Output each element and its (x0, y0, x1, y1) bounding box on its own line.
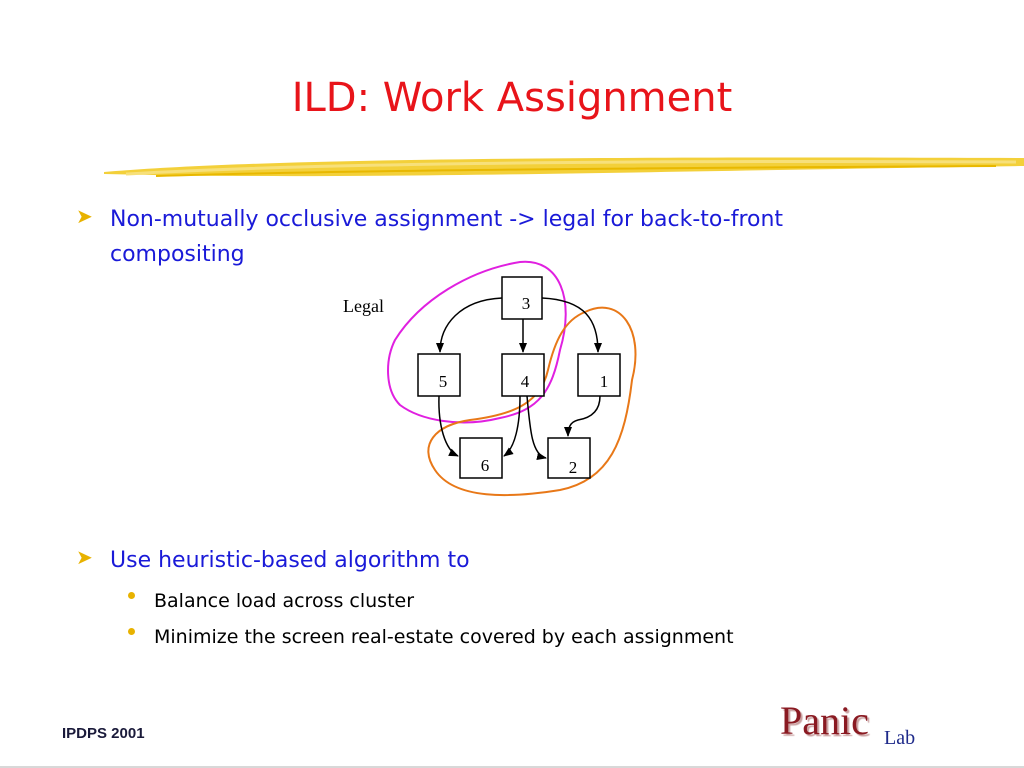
panic-lab-logo-main: Panic (780, 698, 869, 743)
bullet-1-line-2: compositing (110, 242, 245, 267)
sub-bullet-dot-icon (128, 592, 135, 599)
sub-bullet-2: Minimize the screen real-estate covered … (154, 626, 734, 648)
svg-text:2: 2 (569, 458, 578, 477)
svg-text:5: 5 (439, 372, 448, 391)
edge-3-to-1 (541, 297, 602, 353)
node-4: 4 (501, 353, 545, 397)
group-outline-magenta (387, 260, 567, 424)
edge-3-to-5 (436, 297, 503, 353)
svg-text:1: 1 (600, 372, 609, 391)
title-underline-swoosh (104, 157, 1024, 177)
sub-bullet-1: Balance load across cluster (154, 590, 415, 612)
node-2: 2 (547, 437, 591, 479)
bullet-1-line-1: Non-mutually occlusive assignment -> leg… (110, 207, 784, 232)
svg-text:6: 6 (481, 456, 490, 475)
node-1: 1 (577, 353, 621, 397)
sub-bullet-dot-icon (128, 628, 135, 635)
edge-4-to-2 (526, 395, 547, 461)
panic-lab-logo-sub: Lab (884, 727, 916, 749)
diagram-legal-label: Legal (343, 296, 384, 316)
node-6: 6 (459, 437, 503, 479)
footer-conference-label: IPDPS 2001 (62, 725, 145, 742)
edge-4-to-6 (503, 395, 521, 457)
bullet-2-line-1: Use heuristic-based algorithm to (110, 548, 470, 573)
bottom-rule (0, 766, 1024, 768)
edge-5-to-6 (438, 395, 459, 457)
node-3: 3 (501, 276, 543, 320)
node-5: 5 (417, 353, 461, 397)
svg-text:3: 3 (522, 294, 531, 313)
slide-title: ILD: Work Assignment (291, 75, 733, 121)
bullet-arrow-icon: ➤ (76, 545, 93, 569)
bullet-arrow-icon: ➤ (76, 204, 93, 228)
edge-1-to-2 (564, 395, 601, 437)
svg-text:4: 4 (521, 372, 530, 391)
